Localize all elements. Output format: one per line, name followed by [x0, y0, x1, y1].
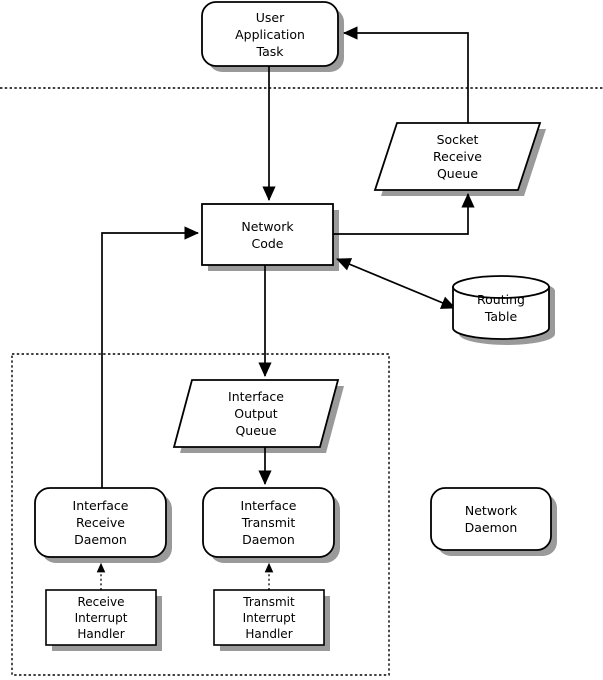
- node-shape-interface-receive-daemon[interactable]: [34, 487, 167, 558]
- node-shape-socket-receive-queue[interactable]: [373, 122, 542, 191]
- edge-socket-queue-to-user-app: [342, 26, 469, 123]
- node-shape-receive-interrupt-handler[interactable]: [45, 589, 157, 646]
- node-shape-user-application-task[interactable]: [201, 1, 339, 67]
- edge-network-code-routing-table: [336, 258, 456, 309]
- driver-group-boundary: [11, 353, 390, 676]
- node-shape-interface-output-queue[interactable]: [172, 379, 340, 448]
- node-shape-routing-table[interactable]: [452, 275, 550, 340]
- node-shape-interface-transmit-daemon[interactable]: [202, 487, 335, 558]
- node-shape-network-daemon[interactable]: [430, 487, 552, 551]
- node-shape-network-code[interactable]: [201, 203, 334, 266]
- edge-receive-daemon-to-network-code: [101, 226, 200, 488]
- diagram-edges: [96, 26, 475, 590]
- diagram-nodes: [34, 1, 552, 646]
- node-shape-transmit-interrupt-handler[interactable]: [213, 589, 325, 646]
- edge-network-code-to-socket-queue: [333, 192, 475, 235]
